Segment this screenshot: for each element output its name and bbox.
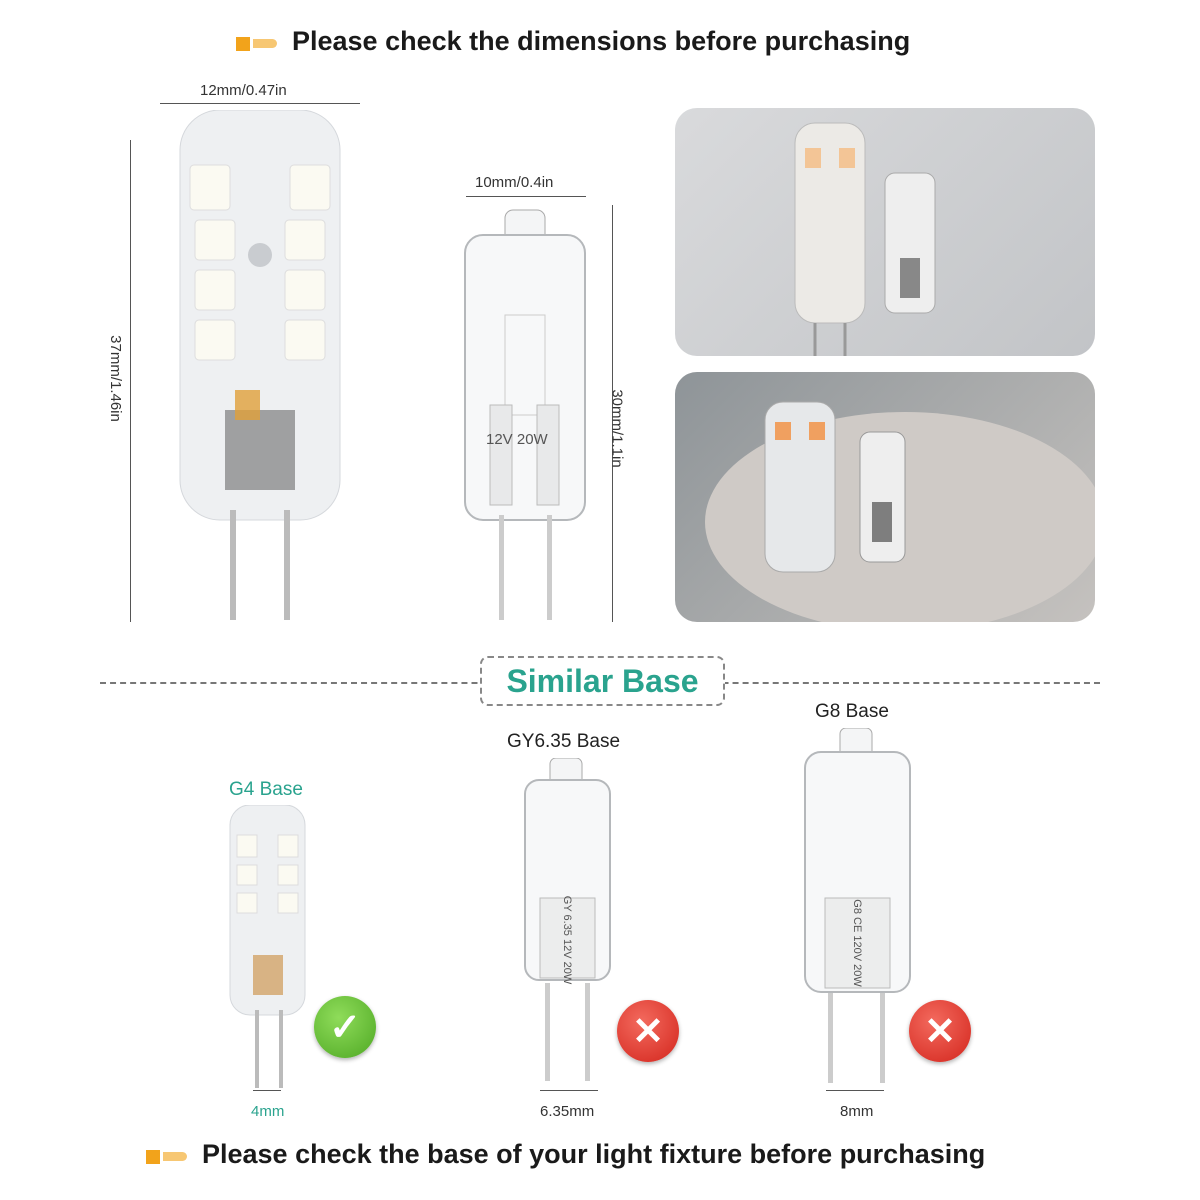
hand-photo <box>675 372 1095 622</box>
section-title: Similar Base <box>480 656 725 706</box>
header-title-row: Please check the dimensions before purch… <box>236 26 910 57</box>
base-label-g8: G8 Base <box>815 701 889 722</box>
gy635-bulb-image <box>524 758 611 1081</box>
size-comparison-photo <box>675 108 1095 356</box>
led-width-line <box>160 103 360 104</box>
g4-pin-spacing: 4mm <box>251 1103 285 1120</box>
led-g4-bulb-image <box>179 110 341 620</box>
footer-title-row: Please check the base of your light fixt… <box>146 1139 985 1170</box>
led-height-line <box>130 140 131 622</box>
gy635-spacing-line <box>540 1090 598 1091</box>
led-height-label: 37mm/1.46in <box>106 335 124 422</box>
halogen-marking: 12V 20W <box>486 431 548 448</box>
x-icon: ✕ <box>909 1000 971 1062</box>
g4-bulb-image <box>229 805 306 1088</box>
base-label-g4: G4 Base <box>229 779 303 800</box>
halogen-bulb-image <box>464 209 586 620</box>
header-title: Please check the dimensions before purch… <box>292 26 911 56</box>
g4-spacing-line <box>253 1090 281 1091</box>
pointing-hand-icon <box>236 34 280 52</box>
pointing-hand-icon <box>146 1147 190 1165</box>
led-width-label: 12mm/0.47in <box>200 82 287 99</box>
halogen-width-line <box>466 196 586 197</box>
g8-pin-spacing: 8mm <box>840 1103 874 1120</box>
halogen-height-line <box>612 205 613 622</box>
check-icon: ✓ <box>314 996 376 1058</box>
g8-bulb-marking: G8 CE 120V 20W <box>851 899 863 987</box>
halogen-width-label: 10mm/0.4in <box>475 174 554 191</box>
gy635-pin-spacing: 6.35mm <box>540 1103 595 1120</box>
footer-title: Please check the base of your light fixt… <box>202 1139 986 1169</box>
base-label-gy635: GY6.35 Base <box>507 731 621 752</box>
g8-bulb-image <box>804 728 911 1083</box>
g8-spacing-line <box>826 1090 884 1091</box>
halogen-height-label: 30mm/1.1in <box>608 389 626 468</box>
gy635-bulb-marking: GY 6.35 12V 20W <box>561 895 573 985</box>
x-icon: ✕ <box>617 1000 679 1062</box>
